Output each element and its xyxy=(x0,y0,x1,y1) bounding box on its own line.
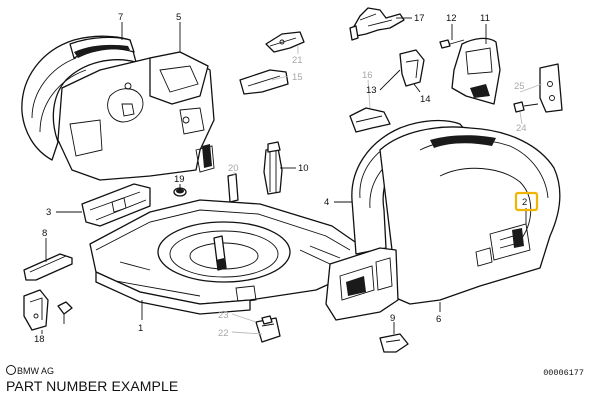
callout-4[interactable]: 4 xyxy=(324,197,329,208)
callout-17[interactable]: 17 xyxy=(414,13,425,24)
callout-24[interactable]: 24 xyxy=(516,123,527,134)
part-3-side-member[interactable] xyxy=(81,183,151,227)
callout-25[interactable]: 25 xyxy=(514,81,525,92)
part-20-stud[interactable] xyxy=(227,173,239,203)
callout-3[interactable]: 3 xyxy=(46,207,51,218)
leader-lines xyxy=(41,17,543,335)
part-14-bolt[interactable] xyxy=(513,101,539,113)
part-10-stud[interactable] xyxy=(263,141,283,195)
callout-13[interactable]: 13 xyxy=(366,85,377,96)
callout-23[interactable]: 23 xyxy=(218,310,229,321)
part-9-clip[interactable] xyxy=(379,333,409,353)
part-11-rear-panel[interactable] xyxy=(451,37,501,105)
callouts: 7 5 17 12 11 21 15 16 13 14 25 10 24 20 … xyxy=(34,12,539,345)
callout-21[interactable]: 21 xyxy=(292,55,303,66)
callout-9[interactable]: 9 xyxy=(390,313,395,324)
callout-2-highlight xyxy=(514,191,539,212)
copyright-mark-icon xyxy=(6,365,16,375)
inner-rear-panel xyxy=(325,247,399,321)
part-22-bracket[interactable] xyxy=(255,315,281,343)
part-5-inner-wheel-housing[interactable] xyxy=(57,51,215,181)
part-6-rear-wheel-housing[interactable] xyxy=(379,126,561,305)
callout-16[interactable]: 16 xyxy=(362,70,373,81)
part-19-grommet[interactable] xyxy=(173,187,187,197)
document-number: 00006177 xyxy=(543,368,584,378)
part-number-caption: PART NUMBER EXAMPLE xyxy=(6,378,179,394)
part-1-trunk-floor[interactable] xyxy=(89,199,361,315)
callout-14[interactable]: 14 xyxy=(420,94,431,105)
callout-20[interactable]: 20 xyxy=(228,163,239,174)
callout-7[interactable]: 7 xyxy=(118,12,123,23)
part-13-bracket[interactable] xyxy=(399,49,425,87)
part-15-bracket[interactable] xyxy=(239,69,289,95)
callout-10[interactable]: 10 xyxy=(298,163,309,174)
callout-5[interactable]: 5 xyxy=(176,12,181,23)
part-12-bolt[interactable] xyxy=(439,39,465,49)
part-21-bracket[interactable] xyxy=(265,31,305,53)
callout-22[interactable]: 22 xyxy=(218,328,229,339)
part-7-wheel-arch-panel[interactable] xyxy=(21,35,137,161)
part-nut[interactable] xyxy=(57,301,73,324)
callout-1[interactable]: 1 xyxy=(138,323,143,334)
callout-18[interactable]: 18 xyxy=(34,334,45,345)
callout-19[interactable]: 19 xyxy=(174,174,185,185)
callout-2[interactable]: 2 xyxy=(522,197,527,208)
callout-15[interactable]: 15 xyxy=(292,72,303,83)
brand-credit: BMW AG xyxy=(6,365,54,376)
callout-12[interactable]: 12 xyxy=(446,13,457,24)
callout-11[interactable]: 11 xyxy=(480,13,490,24)
callout-8[interactable]: 8 xyxy=(42,228,47,239)
part-8-tube[interactable] xyxy=(23,253,73,281)
part-18-bracket[interactable] xyxy=(23,289,49,331)
part-16-bracket[interactable] xyxy=(349,107,391,133)
brand-name: BMW AG xyxy=(17,366,55,376)
callout-6[interactable]: 6 xyxy=(436,314,441,325)
part-25-plate[interactable] xyxy=(539,63,563,113)
part-17-bracket[interactable] xyxy=(349,7,405,41)
